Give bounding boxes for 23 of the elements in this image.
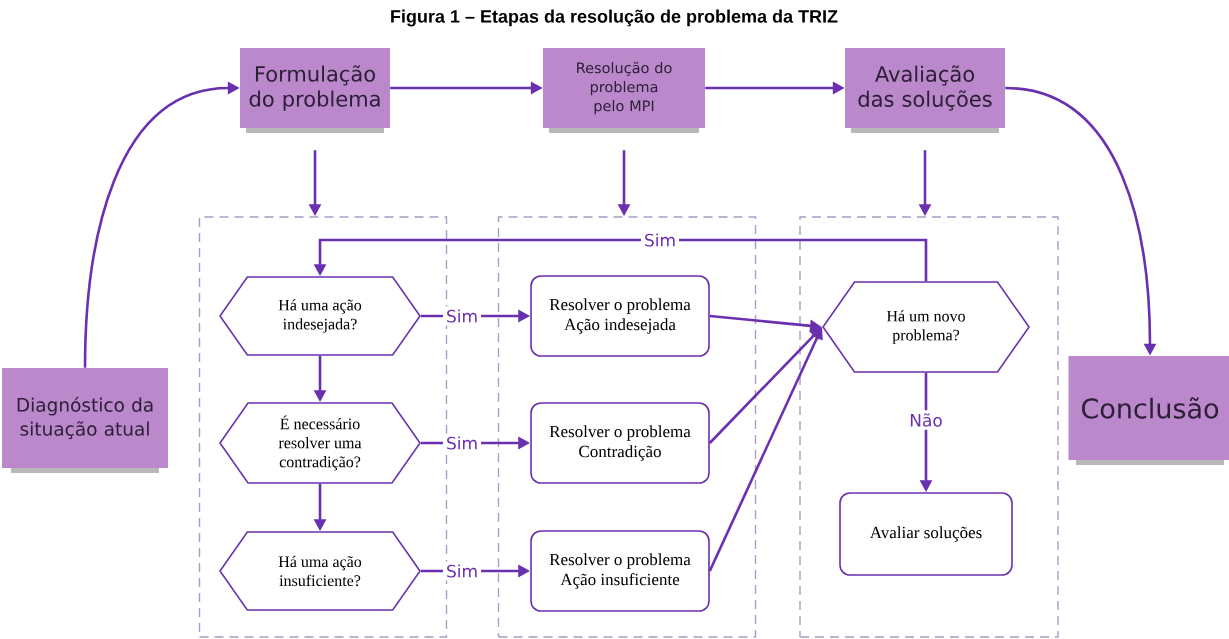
dashed-frame [497, 216, 757, 638]
decision-hexagon: Há um novo problema? [822, 281, 1030, 373]
edge-label: Sim [442, 433, 482, 453]
title: Figura 1 – Etapas da resolução de problema da TRIZ [391, 9, 838, 27]
process-box: Resolver o problema Ação indesejada [530, 275, 710, 357]
sticky-note: Conclusão [1068, 356, 1229, 465]
edge-label: Sim [640, 230, 680, 250]
sticky-note: Resolução do problema pelo MPI [543, 48, 705, 133]
process-box: Avaliar soluções [839, 492, 1013, 576]
arrow [708, 327, 822, 444]
process-box: Resolver o problema Ação insuficiente [530, 530, 710, 612]
dashed-frame [799, 216, 1059, 638]
process-box: Resolver o problema Contradição [530, 402, 710, 484]
edge-label: Não [906, 410, 946, 430]
edge-label: Sim [442, 561, 482, 581]
sticky-note: Formulação do problema [240, 48, 390, 133]
decision-hexagon: Há uma ação indesejada? [219, 276, 421, 356]
decision-hexagon: Há uma ação insuficiente? [219, 531, 421, 611]
edge-label: Sim [442, 306, 482, 326]
sticky-note: Diagnóstico da situação atual [2, 368, 168, 473]
decision-hexagon: É necessário resolver uma contradição? [219, 402, 421, 484]
sticky-note: Avaliação das soluções [845, 48, 1005, 133]
dashed-frame [198, 216, 448, 638]
